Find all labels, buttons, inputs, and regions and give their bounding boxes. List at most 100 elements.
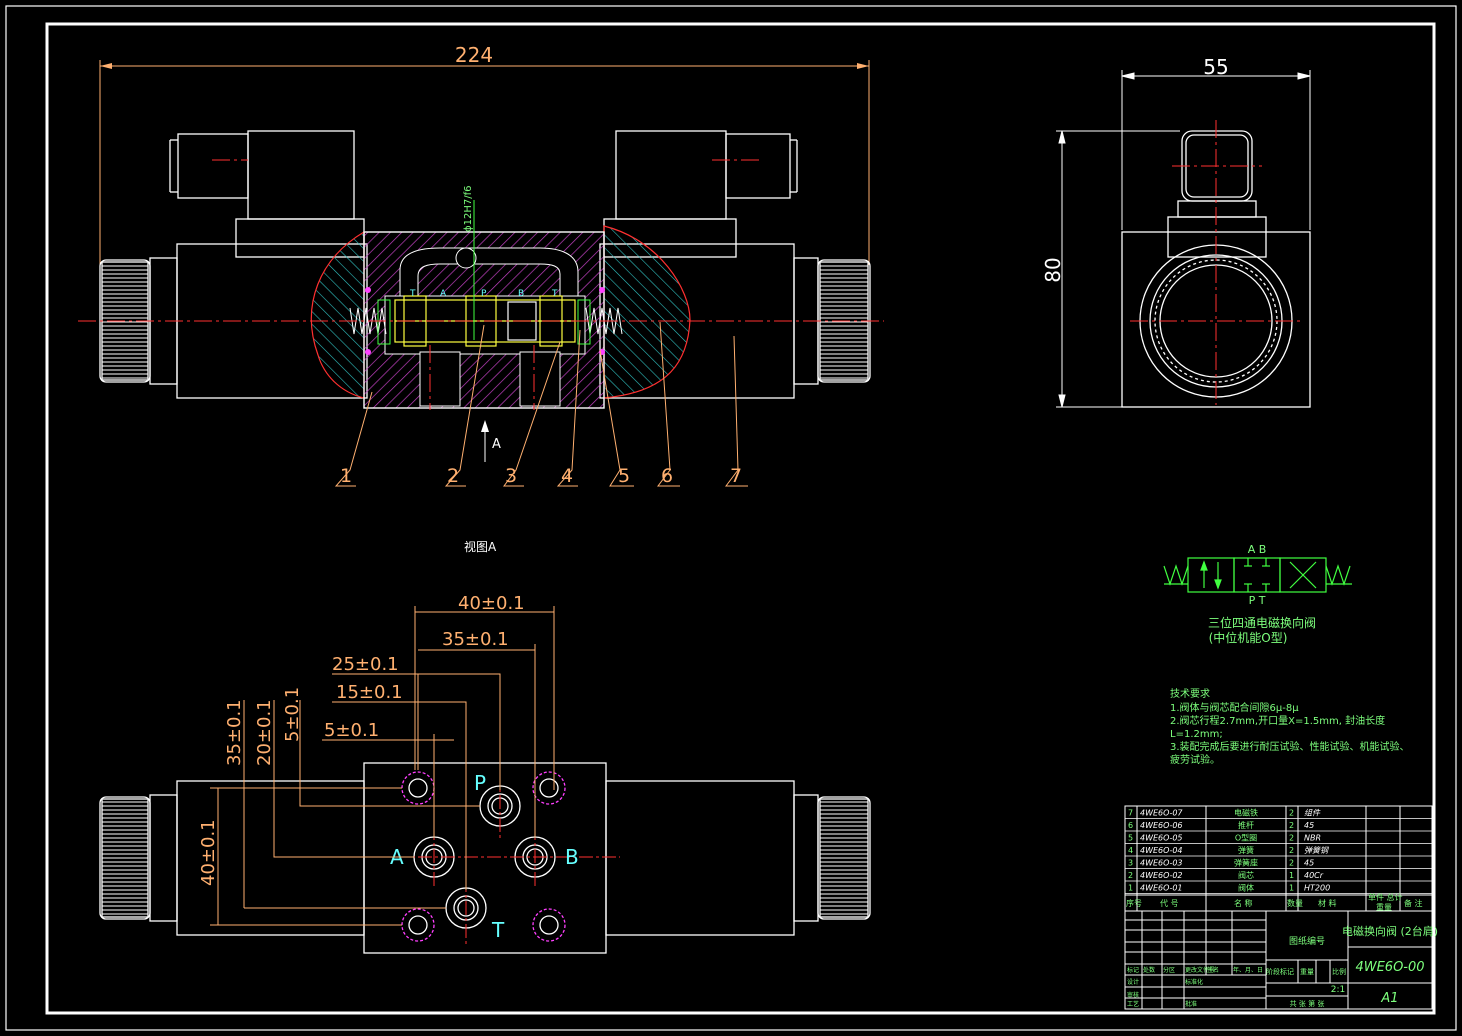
bom-cell-material: 45 [1304, 859, 1314, 868]
view-a-vertical-dims [210, 700, 480, 926]
bom-cell-name: 阀芯 [1238, 870, 1254, 880]
svg-text:35±0.1: 35±0.1 [224, 699, 245, 766]
dim-side-width [1121, 70, 1311, 230]
svg-text:序号: 序号 [1126, 898, 1142, 908]
title-block [1124, 910, 1433, 1010]
drawing-title: 电磁换向阀 (2台肩) [1342, 924, 1438, 938]
bom-cell-name: 推杆 [1238, 820, 1254, 830]
bom-cell-qty: 1 [1289, 871, 1294, 880]
title-block-label: 分区 [1163, 966, 1175, 974]
svg-text:5: 5 [618, 465, 630, 487]
svg-text:3.装配完成后要进行耐压试验、性能试验、机能试验、: 3.装配完成后要进行耐压试验、性能试验、机能试验、 [1170, 740, 1410, 753]
view-a-horizontal-dims [322, 606, 555, 890]
title-block-label: 年、月、日 [1233, 966, 1263, 974]
scale-value: 2:1 [1331, 985, 1345, 995]
port-t-label: T [491, 918, 505, 942]
svg-text:25±0.1: 25±0.1 [332, 654, 399, 675]
view-a-title: 视图A [464, 539, 497, 554]
title-block-label: 审核 [1127, 991, 1139, 999]
view-a: P A B T 40±0.1 35±0.1 25±0.1 15±0.1 5±0.… [99, 593, 871, 954]
title-block-label: 标准化 [1185, 978, 1203, 986]
svg-text:重量: 重量 [1300, 968, 1314, 976]
body-cavities [384, 247, 586, 407]
symbol-ports-bottom: P T [1249, 594, 1266, 607]
view-arrow-a: A [481, 420, 501, 462]
svg-text:代 号: 代 号 [1160, 898, 1179, 908]
svg-text:T: T [551, 289, 558, 299]
svg-text:5±0.1: 5±0.1 [282, 687, 303, 742]
svg-text:单件 总计: 单件 总计 [1368, 892, 1403, 902]
housing-section-right [603, 225, 691, 399]
svg-text:L=1.2mm;: L=1.2mm; [1170, 729, 1223, 740]
title-block-label: 签名 [1207, 966, 1219, 974]
bom-cell-no: 2 [1128, 871, 1133, 880]
view-a-vdim-labels: 35±0.1 20±0.1 5±0.1 40±0.1 [198, 687, 303, 886]
bom-cell-code: 4WE6O-04 [1140, 846, 1183, 855]
bom-cell-no: 5 [1128, 834, 1133, 843]
svg-text:40±0.1: 40±0.1 [198, 819, 219, 886]
svg-text:共 张 第 张: 共 张 第 张 [1290, 999, 1325, 1008]
side-view: 55 80 [1041, 55, 1311, 408]
title-block-label: 工艺 [1127, 1000, 1139, 1008]
title-block-label: 更改文件号 [1185, 966, 1215, 974]
symbol-caption: 三位四通电磁换向阀 [1208, 615, 1316, 630]
bom-cell-qty: 2 [1289, 821, 1294, 830]
housing-section-left [310, 230, 365, 399]
title-block-label: 处数 [1143, 966, 1155, 974]
svg-text:阶段标记: 阶段标记 [1266, 967, 1294, 976]
dim-224-label: 224 [455, 43, 493, 67]
bom-cell-material: NBR [1304, 834, 1321, 843]
bom-cell-code: 4WE6O-06 [1140, 821, 1183, 830]
right-connector [603, 130, 798, 258]
svg-text:比例: 比例 [1332, 967, 1346, 976]
symbol-caption-2: (中位机能O型) [1209, 630, 1288, 645]
svg-text:2.阀芯行程2.7mm,开口量X=1.5mm, 封油长度: 2.阀芯行程2.7mm,开口量X=1.5mm, 封油长度 [1170, 714, 1385, 727]
side-centerlines [1130, 120, 1302, 405]
svg-text:2: 2 [447, 465, 459, 487]
svg-text:1.阀体与阀芯配合间隙6μ-8μ: 1.阀体与阀芯配合间隙6μ-8μ [1170, 701, 1299, 714]
bom-cell-qty: 2 [1289, 809, 1294, 818]
svg-text:ϕ12H7/f6: ϕ12H7/f6 [463, 186, 474, 232]
tech-title: 技术要求 [1170, 687, 1210, 700]
svg-text:7: 7 [730, 465, 742, 487]
bom-cell-qty: 2 [1289, 859, 1294, 868]
svg-text:T: T [409, 289, 416, 299]
svg-text:材 料: 材 料 [1318, 898, 1337, 908]
bom-cell-qty: 1 [1289, 884, 1294, 893]
left-connector [169, 130, 365, 258]
bom-cell-no: 4 [1128, 846, 1133, 855]
section-port-labels: T A P B T [409, 289, 558, 299]
title-block-labels: 标记处数分区更改文件号签名年、月、日设计标准化审核工艺批准 [1127, 966, 1263, 1008]
dim-side-height [1056, 130, 1180, 408]
port-p-label: P [474, 771, 486, 795]
view-a-body [99, 762, 871, 954]
svg-text:重量: 重量 [1376, 902, 1392, 912]
port-b-label: B [565, 845, 579, 869]
svg-text:名 称: 名 称 [1234, 898, 1253, 908]
svg-text:A: A [440, 289, 447, 299]
bom-cell-name: 弹簧 [1238, 845, 1254, 855]
bom-cell-code: 4WE6O-05 [1140, 834, 1183, 843]
school-label: 图纸编号 [1289, 935, 1325, 947]
tech-requirements: 技术要求 1.阀体与阀芯配合间隙6μ-8μ 2.阀芯行程2.7mm,开口量X=1… [1170, 687, 1410, 766]
front-view: 224 [78, 43, 884, 487]
title-block-label: 批准 [1185, 1000, 1197, 1008]
part-leaders [334, 321, 748, 487]
bom-cell-code: 4WE6O-02 [1140, 871, 1183, 880]
svg-text:40±0.1: 40±0.1 [458, 593, 525, 614]
title-block-label: 标记 [1127, 966, 1139, 974]
bom-cell-material: HT200 [1304, 884, 1330, 893]
view-a-dim-labels: 40±0.1 35±0.1 25±0.1 15±0.1 5±0.1 [324, 593, 525, 741]
bom-cell-code: 4WE6O-01 [1140, 884, 1183, 893]
bom-cell-material: 弹簧钢 [1304, 846, 1329, 855]
bom-cell-no: 6 [1128, 821, 1133, 830]
svg-text:数量: 数量 [1287, 898, 1303, 908]
bom-cell-material: 40Cr [1304, 871, 1324, 880]
symbol-ports-top: A B [1248, 543, 1267, 556]
dim-overall-width: 224 [99, 43, 870, 265]
title-block-text: 电磁换向阀 (2台肩) 4WE6O-00 A1 图纸编号 阶段标记 重量 比例 … [1266, 924, 1438, 1008]
bom-cell-qty: 2 [1289, 846, 1294, 855]
bom-cell-name: 电磁铁 [1234, 808, 1258, 818]
